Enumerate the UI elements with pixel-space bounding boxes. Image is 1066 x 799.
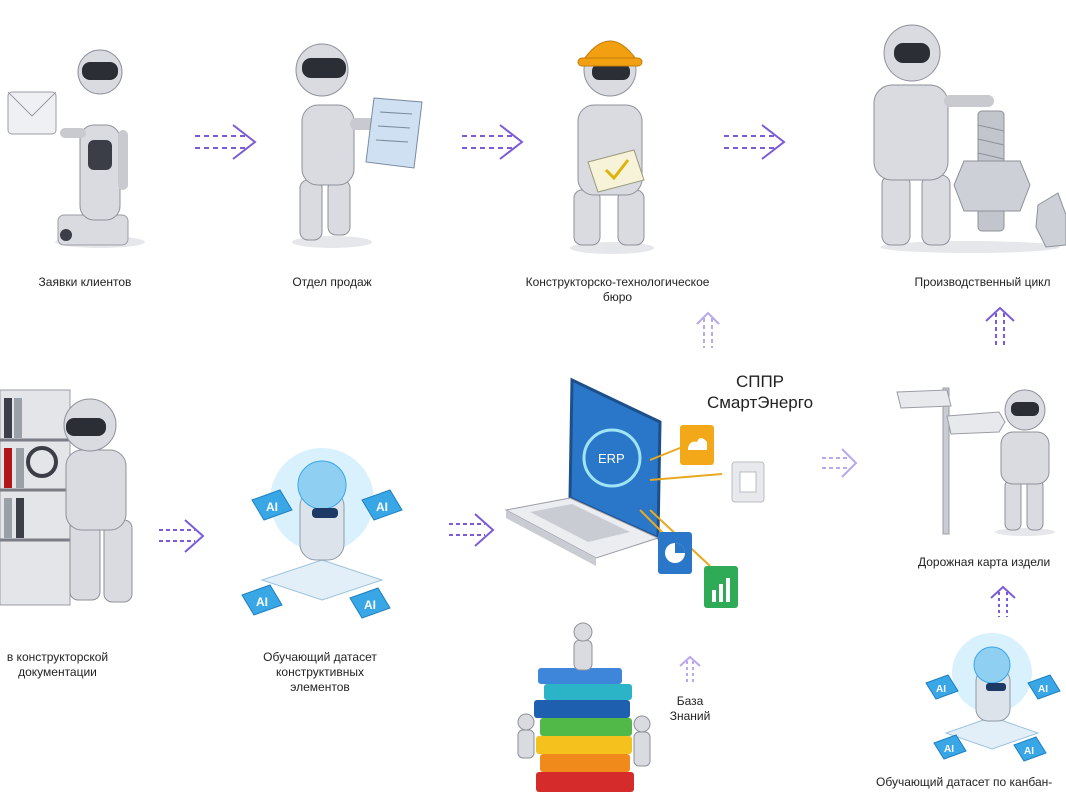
kanban-dataset-label: Обучающий датасет по канбан- (876, 775, 1053, 789)
client-requests-label: Заявки клиентов (38, 275, 132, 289)
svg-text:AI: AI (376, 500, 388, 514)
robot-with-envelope-icon (7, 49, 145, 248)
robot-archive-icon (0, 389, 133, 606)
client-requests-robot (0, 30, 160, 250)
sales-department-label: Отдел продаж (292, 275, 372, 289)
smartenergo-title: СППР СмартЭнерго (706, 372, 814, 412)
design-bureau-robot (548, 20, 678, 255)
svg-text:AI: AI (936, 684, 946, 695)
svg-text:AI: AI (1038, 684, 1048, 695)
ai-dataset-elements: AI AI AI AI (222, 430, 422, 630)
svg-text:AI: AI (266, 500, 278, 514)
flow-arrow-right-2 (460, 122, 526, 162)
flow-arrow-right-1 (193, 122, 259, 162)
knowledge-base (510, 620, 660, 799)
dashed-arrow-up-icon (679, 655, 701, 683)
roadmap-robot (895, 380, 1066, 540)
robot-with-tablet-icon (292, 43, 423, 248)
roadmap-label: Дорожная карта издели (918, 555, 1051, 569)
flow-arrow-up-2 (983, 305, 1017, 349)
dashed-arrow-up-icon (990, 585, 1016, 617)
dashed-arrow-right-icon (462, 124, 524, 160)
dashed-arrow-right-icon (449, 513, 495, 547)
ai-dataset-elements-label: Обучающий датасет конструктивных элемент… (263, 650, 377, 694)
archive-robot (0, 380, 140, 620)
archive-label: в конструкторской документации (6, 650, 109, 679)
sales-department-robot (262, 30, 432, 250)
ai-dataset-icon: AI AI AI AI (241, 448, 403, 619)
dashed-arrow-right-icon (195, 124, 257, 160)
production-cycle-label: Производственный цикл (914, 275, 1051, 289)
flow-arrow-right-5 (447, 512, 497, 548)
erp-laptop: ERP (500, 370, 770, 620)
erp-label: ERP (598, 451, 625, 466)
svg-text:AI: AI (1024, 746, 1034, 757)
flow-arrow-up-4 (988, 585, 1018, 619)
dashed-arrow-right-icon (159, 519, 205, 553)
knowledge-base-label: База Знаний (669, 694, 711, 723)
svg-text:AI: AI (944, 744, 954, 755)
dashed-arrow-up-icon (696, 311, 720, 348)
flow-arrow-right-3 (722, 122, 788, 162)
dashed-arrow-up-icon (985, 306, 1015, 347)
erp-laptop-icon: ERP (504, 377, 765, 608)
svg-text:AI: AI (364, 598, 376, 612)
books-robots-icon (517, 622, 651, 792)
design-bureau-label: Конструкторско-технологическое бюро (525, 275, 710, 304)
dashed-arrow-right-icon (724, 124, 786, 160)
flow-arrow-up-3 (677, 655, 703, 685)
flow-arrow-up-1 (693, 310, 723, 350)
ai-dataset-kanban: AI AI AI AI (920, 625, 1066, 770)
ai-dataset-icon: AI AI AI AI (925, 633, 1061, 762)
robot-with-hardhat-icon (570, 40, 654, 254)
flow-arrow-right-6 (820, 446, 860, 480)
svg-text:AI: AI (256, 595, 268, 609)
dashed-arrow-right-icon (822, 448, 858, 478)
robot-with-bolt-icon (873, 24, 1066, 253)
production-cycle-robot (860, 15, 1066, 255)
robot-signpost-icon (896, 387, 1055, 536)
flow-arrow-right-4 (157, 518, 207, 554)
